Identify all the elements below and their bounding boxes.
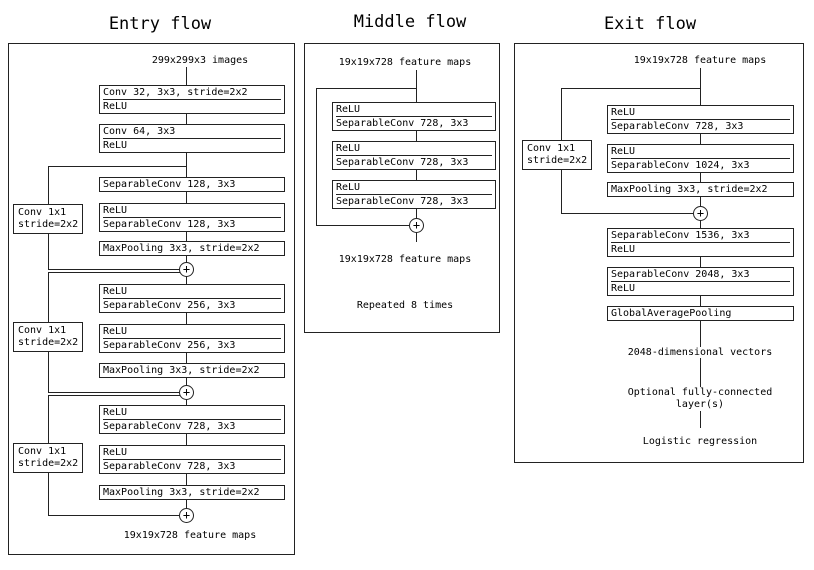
entry-add-node-1: + bbox=[179, 262, 194, 277]
entry-block-maxpool-3: MaxPooling 3x3, stride=2x2 bbox=[99, 485, 285, 500]
entry-block-sepconv728-b: ReLU SeparableConv 728, 3x3 bbox=[99, 445, 285, 474]
exit-input-label: 19x19x728 feature maps bbox=[633, 55, 767, 66]
layer-label: Conv 32, 3x3, stride=2x2 bbox=[103, 87, 248, 98]
entry-add-node-2: + bbox=[179, 385, 194, 400]
exit-logistic-label: Logistic regression bbox=[605, 436, 795, 447]
layer-label: ReLU bbox=[336, 104, 361, 115]
entry-output-label: 19x19x728 feature maps bbox=[123, 530, 257, 541]
skip-label: stride=2x2 bbox=[527, 155, 588, 166]
entry-add-node-3: + bbox=[179, 508, 194, 523]
skip-label: stride=2x2 bbox=[18, 219, 79, 230]
entry-skip3-top-line bbox=[48, 395, 186, 396]
middle-skip-line bbox=[316, 88, 317, 225]
layer-label: ReLU bbox=[103, 326, 128, 337]
entry-block-sepconv256-b: ReLU SeparableConv 256, 3x3 bbox=[99, 324, 285, 353]
layer-label: ReLU bbox=[103, 447, 128, 458]
middle-output-label: 19x19x728 feature maps bbox=[338, 254, 472, 265]
entry-skip2-top-line bbox=[48, 272, 186, 273]
layer-label: ReLU bbox=[103, 205, 128, 216]
skip-label: Conv 1x1 bbox=[18, 207, 67, 218]
entry-skip1-top-line bbox=[48, 166, 186, 167]
layer-label: SeparableConv 256, 3x3 bbox=[103, 338, 281, 352]
skip-label: stride=2x2 bbox=[18, 458, 79, 469]
exit-vectors-label: 2048-dimensional vectors bbox=[605, 347, 795, 358]
layer-label: SeparableConv 728, 3x3 bbox=[611, 119, 790, 133]
skip-label: Conv 1x1 bbox=[18, 446, 67, 457]
exit-block-sepconv1536: SeparableConv 1536, 3x3 ReLU bbox=[607, 228, 794, 257]
layer-label: SeparableConv 728, 3x3 bbox=[103, 419, 281, 433]
entry-skip3-bottom-line bbox=[48, 515, 179, 516]
layer-label: SeparableConv 256, 3x3 bbox=[103, 298, 281, 312]
fc-line: Optional fully-connected bbox=[627, 387, 773, 398]
exit-skip-conv: Conv 1x1 stride=2x2 bbox=[522, 140, 593, 170]
layer-label: SeparableConv 2048, 3x3 bbox=[611, 269, 750, 280]
exit-add-node: + bbox=[693, 206, 708, 221]
layer-label: SeparableConv 728, 3x3 bbox=[336, 155, 492, 169]
layer-label: ReLU bbox=[336, 182, 361, 193]
entry-flow-panel bbox=[8, 43, 295, 555]
exit-block-sepconv1024: ReLU SeparableConv 1024, 3x3 bbox=[607, 144, 794, 173]
layer-label: ReLU bbox=[611, 146, 636, 157]
layer-label: MaxPooling 3x3, stride=2x2 bbox=[611, 184, 768, 195]
layer-label: GlobalAveragePooling bbox=[611, 308, 732, 319]
entry-input-label: 299x299x3 images bbox=[151, 55, 249, 66]
exit-block-sepconv728: ReLU SeparableConv 728, 3x3 bbox=[607, 105, 794, 134]
layer-label: SeparableConv 1024, 3x3 bbox=[611, 158, 790, 172]
middle-block-1: ReLU SeparableConv 728, 3x3 bbox=[332, 102, 496, 131]
layer-label: MaxPooling 3x3, stride=2x2 bbox=[103, 487, 260, 498]
entry-skip-conv-1: Conv 1x1 stride=2x2 bbox=[13, 204, 84, 234]
layer-label: ReLU bbox=[336, 143, 361, 154]
exit-flow-panel bbox=[514, 43, 804, 463]
middle-skip-bottom-line bbox=[316, 225, 409, 226]
entry-skip-conv-3: Conv 1x1 stride=2x2 bbox=[13, 443, 84, 473]
layer-label: ReLU bbox=[103, 407, 128, 418]
entry-block-sepconv128-a: SeparableConv 128, 3x3 bbox=[99, 177, 285, 192]
exit-flow-title: Exit flow bbox=[603, 14, 697, 34]
exit-block-maxpool: MaxPooling 3x3, stride=2x2 bbox=[607, 182, 794, 197]
middle-skip-top-line bbox=[316, 88, 416, 89]
skip-label: stride=2x2 bbox=[18, 337, 79, 348]
layer-label: SeparableConv 728, 3x3 bbox=[336, 116, 492, 130]
exit-block-sepconv2048: SeparableConv 2048, 3x3 ReLU bbox=[607, 267, 794, 296]
layer-label: ReLU bbox=[611, 281, 790, 295]
entry-skip2-bottom-line bbox=[48, 392, 179, 393]
entry-block-conv64: Conv 64, 3x3 ReLU bbox=[99, 124, 285, 153]
entry-block-maxpool-2: MaxPooling 3x3, stride=2x2 bbox=[99, 363, 285, 378]
layer-label: MaxPooling 3x3, stride=2x2 bbox=[103, 365, 260, 376]
entry-block-conv32: Conv 32, 3x3, stride=2x2 ReLU bbox=[99, 85, 285, 114]
exit-skip-top-line bbox=[561, 88, 700, 89]
entry-block-sepconv256-a: ReLU SeparableConv 256, 3x3 bbox=[99, 284, 285, 313]
middle-block-2: ReLU SeparableConv 728, 3x3 bbox=[332, 141, 496, 170]
exit-skip-bottom-line bbox=[561, 213, 693, 214]
middle-flow-panel bbox=[304, 43, 500, 333]
layer-label: SeparableConv 728, 3x3 bbox=[103, 459, 281, 473]
middle-flow-title: Middle flow bbox=[353, 12, 467, 32]
middle-input-label: 19x19x728 feature maps bbox=[338, 57, 472, 68]
layer-label: ReLU bbox=[103, 286, 128, 297]
layer-label: MaxPooling 3x3, stride=2x2 bbox=[103, 243, 260, 254]
skip-label: Conv 1x1 bbox=[18, 325, 67, 336]
layer-label: ReLU bbox=[103, 138, 281, 152]
layer-label: SeparableConv 128, 3x3 bbox=[103, 179, 236, 190]
entry-skip-conv-2: Conv 1x1 stride=2x2 bbox=[13, 322, 84, 352]
layer-label: ReLU bbox=[611, 107, 636, 118]
entry-flow-title: Entry flow bbox=[108, 14, 212, 34]
middle-add-node: + bbox=[409, 218, 424, 233]
exit-fc-label: Optional fully-connected layer(s) bbox=[605, 387, 795, 411]
entry-block-sepconv128-b: ReLU SeparableConv 128, 3x3 bbox=[99, 203, 285, 232]
middle-block-3: ReLU SeparableConv 728, 3x3 bbox=[332, 180, 496, 209]
layer-label: Conv 64, 3x3 bbox=[103, 126, 176, 137]
layer-label: SeparableConv 128, 3x3 bbox=[103, 217, 281, 231]
entry-skip1-bottom-line bbox=[48, 269, 179, 270]
entry-block-maxpool-1: MaxPooling 3x3, stride=2x2 bbox=[99, 241, 285, 256]
layer-label: SeparableConv 1536, 3x3 bbox=[611, 230, 750, 241]
skip-label: Conv 1x1 bbox=[527, 143, 576, 154]
fc-line: layer(s) bbox=[675, 399, 725, 410]
entry-block-sepconv728-a: ReLU SeparableConv 728, 3x3 bbox=[99, 405, 285, 434]
exit-block-globalavgpool: GlobalAveragePooling bbox=[607, 306, 794, 321]
layer-label: SeparableConv 728, 3x3 bbox=[336, 194, 492, 208]
layer-label: ReLU bbox=[611, 242, 790, 256]
layer-label: ReLU bbox=[103, 99, 281, 113]
middle-repeat-label: Repeated 8 times bbox=[356, 300, 454, 311]
